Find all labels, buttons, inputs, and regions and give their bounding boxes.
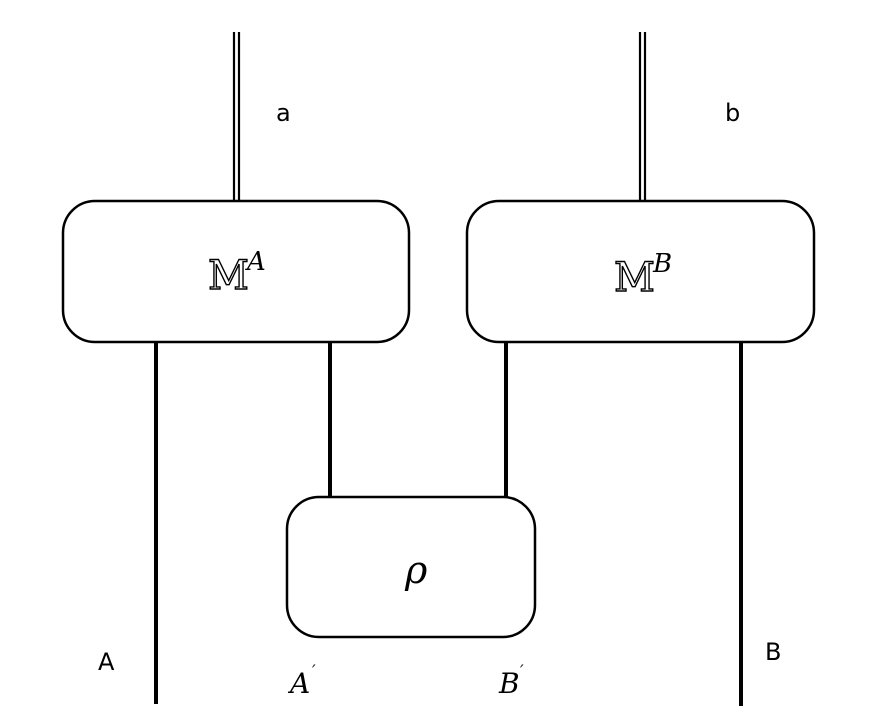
label-A-prime: A ′ bbox=[287, 661, 316, 700]
label-A-prime-mark: ′ bbox=[312, 661, 316, 680]
classical-wire-a bbox=[232, 32, 241, 202]
label-A: A bbox=[98, 648, 115, 676]
label-B-prime-letter: B bbox=[498, 667, 520, 700]
label-a: a bbox=[276, 99, 291, 127]
classical-wire-b bbox=[638, 32, 647, 202]
measurement-superscript-b: B bbox=[652, 249, 672, 279]
measurement-symbol-b: M bbox=[614, 255, 655, 301]
measurement-superscript-a: A bbox=[245, 247, 266, 277]
label-B-prime-mark: ′ bbox=[520, 661, 524, 680]
label-B-prime: B ′ bbox=[498, 661, 524, 700]
measurement-box-a: M A bbox=[61, 199, 411, 344]
rho-symbol: ρ bbox=[404, 548, 428, 592]
label-B: B bbox=[765, 638, 781, 666]
label-A-prime-letter: A bbox=[287, 667, 310, 700]
label-b: b bbox=[725, 99, 740, 127]
measurement-box-b: M B bbox=[465, 199, 816, 344]
measurement-symbol-a: M bbox=[208, 253, 249, 299]
state-box-rho: ρ bbox=[285, 495, 537, 639]
